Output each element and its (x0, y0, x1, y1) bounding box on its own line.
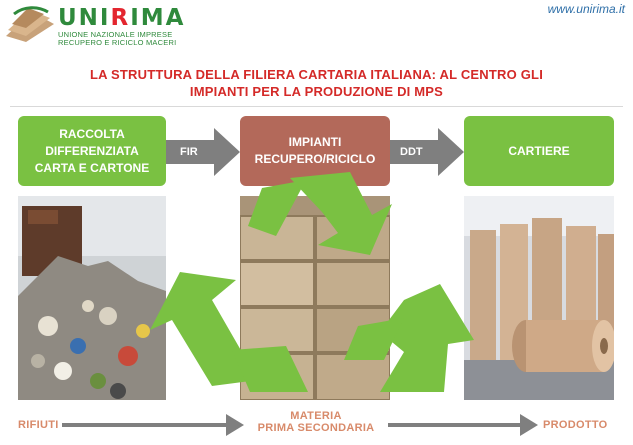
title-divider (10, 106, 623, 107)
unirima-logo: UNIRIMA UNIONE NAZIONALE IMPRESE RECUPER… (4, 4, 186, 47)
bottom-label-prodotto: PRODOTTO (543, 419, 608, 431)
stage-box-raccolta: RACCOLTA DIFFERENZIATA CARTA E CARTONE (18, 116, 166, 186)
logo-subtitle: UNIONE NAZIONALE IMPRESE RECUPERO E RICI… (58, 30, 177, 47)
bottom-arrow-left (62, 414, 244, 436)
flow-arrow-fir (166, 128, 240, 176)
stage-box-impianti: IMPIANTI RECUPERO/RICICLO (240, 116, 390, 186)
stage-box-cartiere: CARTIERE (464, 116, 614, 186)
flow-label-ddt: DDT (400, 146, 423, 158)
website-link[interactable]: www.unirima.it (547, 2, 625, 16)
flow-arrow-ddt (390, 128, 464, 176)
flow-label-fir: FIR (180, 146, 198, 158)
photo-paper-rolls (464, 196, 614, 400)
bottom-label-mps: MATERIA PRIMA SECONDARIA (257, 410, 375, 434)
logo-mark-icon (6, 6, 54, 42)
bottom-label-rifiuti: RIFIUTI (18, 419, 59, 431)
slide-title: LA STRUTTURA DELLA FILIERA CARTARIA ITAL… (89, 67, 544, 99)
photo-paper-bales (240, 196, 390, 400)
bottom-arrow-right (388, 414, 538, 436)
photo-waste-collection (18, 196, 166, 400)
logo-name: UNIRIMA (58, 5, 186, 31)
